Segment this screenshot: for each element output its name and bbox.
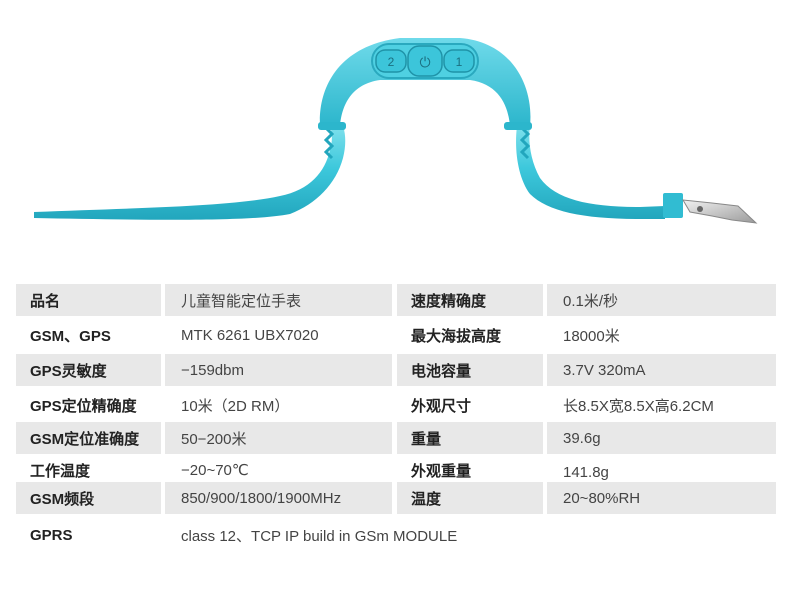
power-icon: ⏻ — [419, 55, 430, 71]
spec-row: GSM定位准确度 50−200米 重量 39.6g — [16, 422, 776, 454]
spec-value: 0.1米/秒 — [547, 284, 776, 316]
button-2-label: 2 — [388, 55, 395, 69]
spec-key: 电池容量 — [397, 354, 543, 386]
spec-value: −159dbm — [165, 354, 392, 386]
spec-row: 工作温度 −20~70℃ 外观重量 141.8g — [16, 454, 776, 486]
spec-key: 重量 — [397, 422, 543, 454]
spec-value: 141.8g — [563, 463, 609, 481]
spec-value: MTK 6261 UBX7020 — [181, 326, 319, 344]
spec-value: 长8.5X宽8.5X高6.2CM — [563, 397, 714, 415]
spec-row: GPRS class 12、TCP IP build in GSm MODULE — [16, 519, 776, 551]
spec-row: GPS灵敏度 −159dbm 电池容量 3.7V 320mA — [16, 354, 776, 386]
spec-value: 18000米 — [563, 327, 620, 345]
spec-key: GPS灵敏度 — [16, 354, 161, 386]
spec-key: GSM定位准确度 — [16, 422, 161, 454]
spec-row: 品名 儿童智能定位手表 速度精确度 0.1米/秒 — [16, 284, 776, 316]
spec-value: 39.6g — [547, 422, 776, 454]
spec-key: 速度精确度 — [397, 284, 543, 316]
watch-product-image: 2 ⏻ 1 — [34, 38, 758, 224]
spec-value: 10米（2D RM） — [181, 397, 290, 415]
right-strap — [516, 126, 758, 224]
left-strap — [34, 126, 346, 220]
spec-key: 外观尺寸 — [411, 397, 472, 415]
spec-key: 温度 — [397, 482, 543, 514]
spec-key: GPS定位精确度 — [30, 397, 137, 415]
spec-key: GSM频段 — [16, 482, 161, 514]
spec-value: −20~70℃ — [181, 462, 249, 479]
spec-row: GSM频段 850/900/1800/1900MHz 温度 20~80%RH — [16, 482, 776, 514]
spec-value: 3.7V 320mA — [547, 354, 776, 386]
spec-value: class 12、TCP IP build in GSm MODULE — [181, 527, 458, 545]
spec-key: 工作温度 — [30, 462, 91, 480]
spec-key: GSM、GPS — [30, 327, 111, 345]
spec-key: GPRS — [30, 526, 73, 544]
button-1-label: 1 — [456, 55, 463, 69]
spec-value: 20~80%RH — [547, 482, 776, 514]
spec-value: 850/900/1800/1900MHz — [165, 482, 392, 514]
spec-key: 外观重量 — [411, 462, 472, 480]
spec-key: 品名 — [16, 284, 161, 316]
spec-value: 50−200米 — [165, 422, 392, 454]
watch-body — [318, 38, 532, 130]
spec-row: GSM、GPS MTK 6261 UBX7020 最大海拔高度 18000米 — [16, 319, 776, 351]
spec-value: 儿童智能定位手表 — [165, 284, 392, 316]
spec-row: GPS定位精确度 10米（2D RM） 外观尺寸 长8.5X宽8.5X高6.2C… — [16, 389, 776, 421]
spec-key: 最大海拔高度 — [411, 327, 502, 345]
